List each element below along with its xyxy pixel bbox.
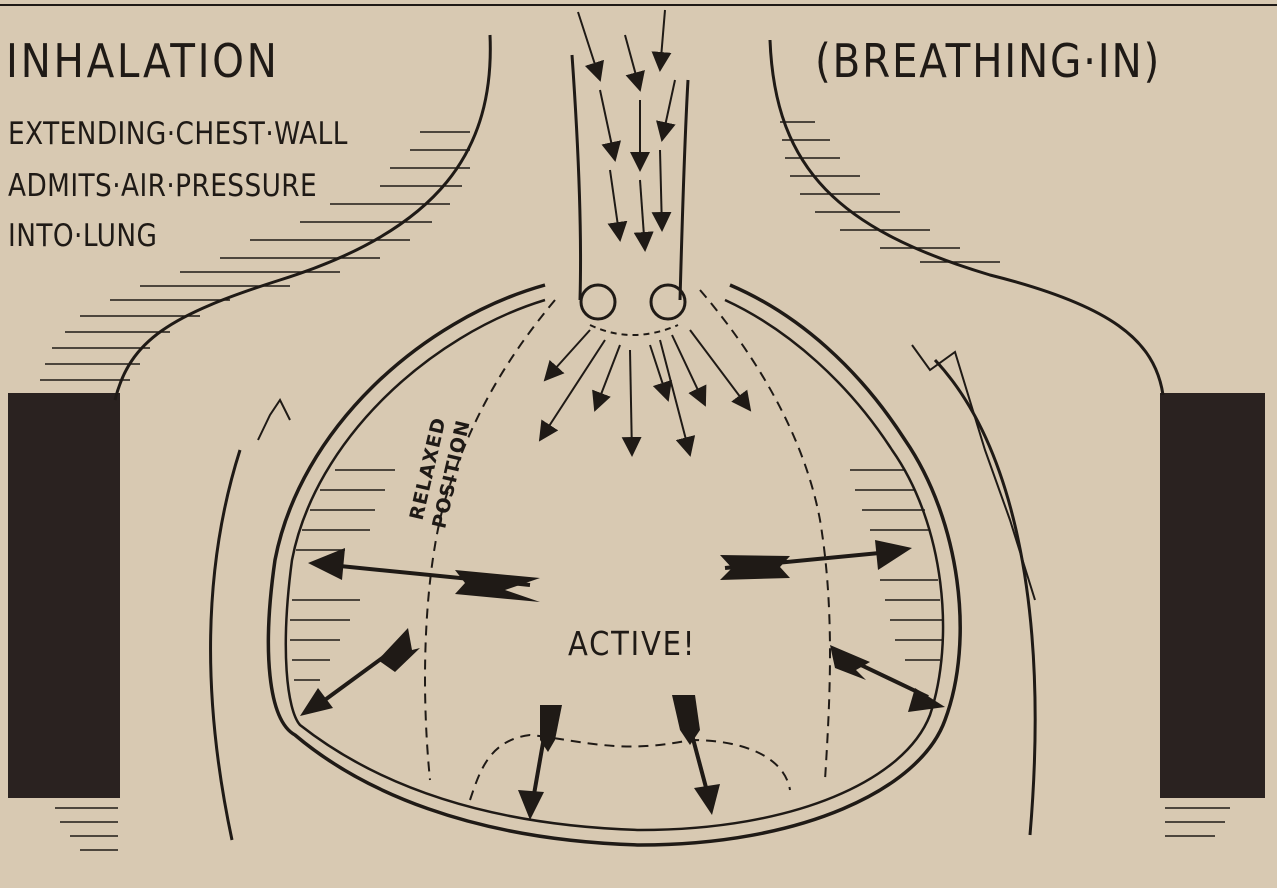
active-label: ACTIVE! <box>568 624 696 663</box>
description-line-3: INTO·LUNG <box>8 218 157 254</box>
description-line-1: EXTENDING·CHEST·WALL <box>8 116 348 152</box>
diagram-subtitle: (BREATHING·IN) <box>815 34 1161 88</box>
airflow-arrows <box>540 10 750 455</box>
trachea <box>572 55 688 319</box>
diagram-title: INHALATION <box>6 34 280 88</box>
left-wall-block <box>8 393 120 798</box>
right-wall-block <box>1160 393 1265 798</box>
relaxed-position-outline <box>425 290 830 800</box>
description-line-2: ADMITS·AIR·PRESSURE <box>8 168 317 204</box>
expansion-arrows <box>300 540 945 820</box>
lung-sac <box>268 285 960 845</box>
trachea-ring <box>590 325 678 335</box>
